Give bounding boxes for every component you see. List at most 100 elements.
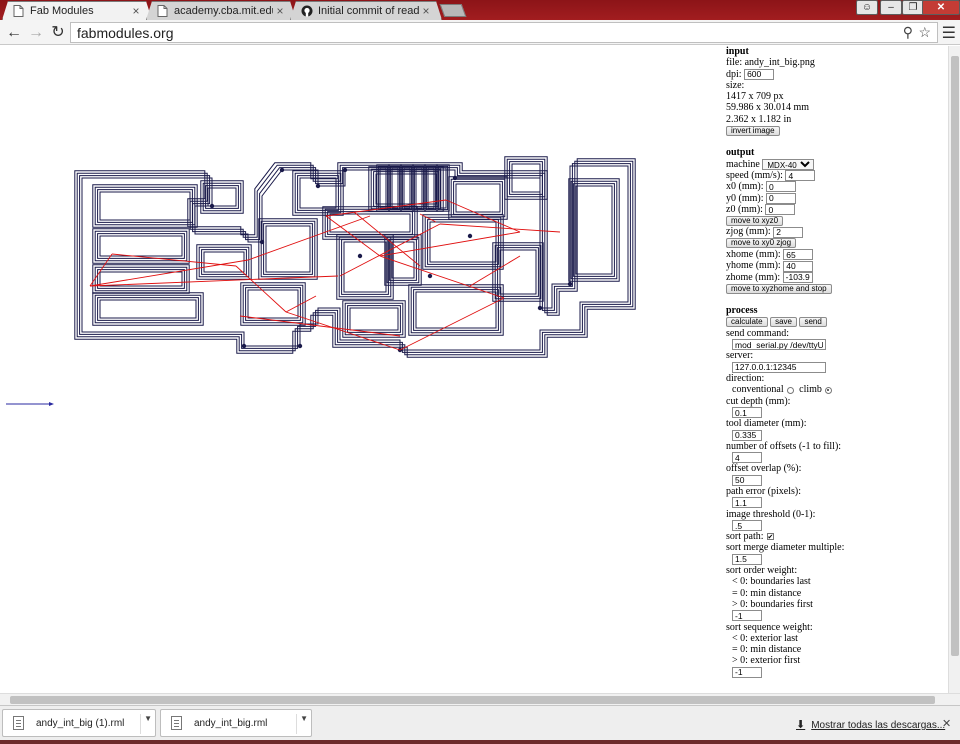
window-close-button[interactable]: ✕ <box>922 0 960 15</box>
offset-overlap-input[interactable] <box>732 474 762 486</box>
server-input[interactable] <box>732 361 826 373</box>
size-px: 1417 x 709 px <box>726 91 784 103</box>
sort-order-line: > 0: boundaries first <box>732 598 813 610</box>
sort-merge-label: sort merge diameter multiple: <box>726 542 845 554</box>
rapid-move-line <box>439 223 561 233</box>
show-all-downloads-link[interactable]: ⬇Mostrar todas las descargas... <box>796 718 945 731</box>
move-to-xyz0-button[interactable]: move to xyz0 <box>726 215 784 226</box>
tool-diameter-input[interactable] <box>732 429 762 441</box>
horizontal-scrollbar[interactable] <box>0 693 960 705</box>
toolpath-contour <box>265 225 311 273</box>
close-icon[interactable]: × <box>132 4 140 18</box>
cut-depth-input[interactable] <box>732 407 762 419</box>
minimize-button[interactable]: – <box>880 0 902 15</box>
rapid-move-line <box>89 253 113 287</box>
xhome-input[interactable] <box>783 249 814 261</box>
x0-input[interactable] <box>766 181 796 193</box>
scrollbar-thumb[interactable] <box>10 696 935 704</box>
address-bar[interactable]: fabmodules.org ⚲ ☆ <box>70 22 938 43</box>
file-label: file: <box>726 57 743 69</box>
rapid-move-line <box>285 311 401 351</box>
cut-depth-label: cut depth (mm): <box>726 395 791 407</box>
zjog-label: zjog (mm): <box>726 226 771 238</box>
toolpath-contour <box>343 241 387 293</box>
server-label: server: <box>726 350 754 362</box>
conventional-radio[interactable] <box>786 386 794 394</box>
toolpath-node <box>567 281 573 287</box>
y0-input[interactable] <box>766 192 796 204</box>
taskbar <box>0 740 960 744</box>
yhome-input[interactable] <box>783 260 814 272</box>
offsets-input[interactable] <box>732 452 762 464</box>
toolpath-contour <box>99 191 191 221</box>
image-threshold-input[interactable] <box>732 520 762 532</box>
sort-sequence-input[interactable] <box>732 666 762 678</box>
zhome-input[interactable] <box>782 271 813 283</box>
climb-label: climb <box>799 384 822 396</box>
size-label: size: <box>726 79 745 91</box>
tab-academy[interactable]: academy.cba.mit.edu/class × <box>146 1 296 20</box>
toolpath-contour <box>499 249 537 295</box>
tab-fab-modules[interactable]: Fab Modules × <box>2 1 152 20</box>
toolpath-contour <box>391 167 399 209</box>
toolpath-contour <box>375 173 437 205</box>
invert-image-button[interactable]: invert image <box>726 125 780 136</box>
download-file-name: andy_int_big.rml <box>194 717 268 729</box>
download-item[interactable]: andy_int_big (1).rml ▼ <box>2 709 156 737</box>
toolpath-contour <box>349 307 399 331</box>
sort-path-checkbox[interactable]: ✔ <box>766 533 774 542</box>
toolpath-node <box>467 233 473 239</box>
sort-merge-input[interactable] <box>732 553 762 565</box>
chevron-down-icon[interactable]: ▼ <box>140 714 152 734</box>
close-icon[interactable]: ✕ <box>942 718 952 730</box>
menu-icon[interactable]: ☰ <box>941 25 956 42</box>
back-icon[interactable]: ← <box>6 24 22 41</box>
restore-button[interactable]: ❐ <box>902 0 924 15</box>
rapid-move-line <box>89 259 249 287</box>
send-command-input[interactable] <box>732 339 826 351</box>
zoom-icon[interactable]: ⚲ <box>902 24 913 40</box>
scrollbar-thumb[interactable] <box>951 56 959 656</box>
conventional-label: conventional <box>732 384 784 396</box>
download-icon: ⬇ <box>796 719 806 731</box>
bookmark-star-icon[interactable]: ☆ <box>918 24 931 40</box>
close-icon[interactable]: × <box>422 4 430 18</box>
toolpath-contour <box>509 161 543 195</box>
toolpath-contour <box>94 294 202 324</box>
vertical-scrollbar[interactable] <box>948 46 960 693</box>
close-icon[interactable]: × <box>276 4 284 18</box>
download-item[interactable]: andy_int_big.rml ▼ <box>160 709 312 737</box>
toolpath-contour <box>342 300 406 338</box>
forward-icon[interactable]: → <box>28 24 44 41</box>
toolpath-contour <box>450 178 506 218</box>
path-error-input[interactable] <box>732 497 762 509</box>
chevron-down-icon[interactable]: ▼ <box>296 714 308 734</box>
reload-icon[interactable]: ↻ <box>51 24 65 41</box>
new-tab-button[interactable] <box>439 4 467 17</box>
user-icon[interactable]: ☺ <box>856 0 878 15</box>
zjog-input[interactable] <box>773 226 804 238</box>
move-to-xy0-zjog-button[interactable]: move to xy0 zjog <box>726 238 797 249</box>
toolpath-contour <box>427 167 435 209</box>
rapid-move-line <box>399 297 505 351</box>
dpi-input[interactable] <box>744 68 775 80</box>
calculate-button[interactable]: calculate <box>726 317 768 328</box>
machine-select[interactable]: MDX-40 <box>762 158 815 170</box>
toolpath-contour <box>573 183 615 277</box>
z0-label: z0 (mm): <box>726 203 763 215</box>
rapid-move-line <box>379 255 505 299</box>
save-button[interactable]: save <box>770 317 797 328</box>
xhome-label: xhome (mm): <box>726 249 781 261</box>
yhome-label: yhome (mm): <box>726 260 781 272</box>
z0-input[interactable] <box>765 204 796 216</box>
speed-input[interactable] <box>785 170 816 182</box>
size-in: 2.362 x 1.182 in <box>726 113 792 125</box>
sort-order-input[interactable] <box>732 610 762 622</box>
move-to-xyzhome-button[interactable]: move to xyzhome and stop <box>726 283 832 294</box>
climb-radio[interactable] <box>824 386 832 394</box>
toolpath-contour <box>242 284 304 324</box>
tab-github[interactable]: Initial commit of readme, a × <box>290 1 442 20</box>
send-button[interactable]: send <box>799 317 827 328</box>
size-mm: 59.986 x 30.014 mm <box>726 102 810 114</box>
toolpath-contour <box>494 244 542 300</box>
